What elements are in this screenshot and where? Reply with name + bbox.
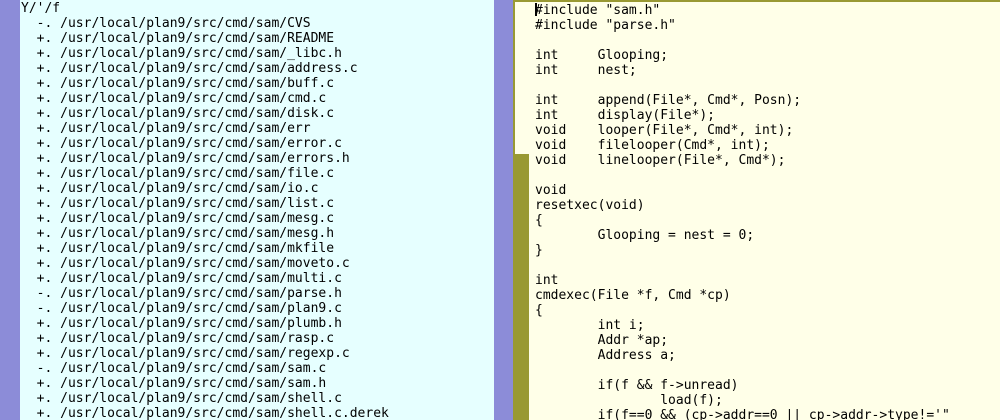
file-list-item[interactable]: +. /usr/local/plan9/src/cmd/sam/disk.c	[21, 106, 335, 121]
file-list-item[interactable]: +. /usr/local/plan9/src/cmd/sam/file.c	[21, 166, 335, 181]
source-line[interactable]: void	[535, 183, 567, 198]
source-line[interactable]: int append(File*, Cmd*, Posn);	[535, 93, 802, 108]
file-list-item[interactable]: +. /usr/local/plan9/src/cmd/sam/rasp.c	[21, 331, 335, 346]
file-list-item[interactable]: +. /usr/local/plan9/src/cmd/sam/address.…	[21, 61, 358, 76]
left-window-border	[494, 0, 513, 420]
file-list-item[interactable]: +. /usr/local/plan9/src/cmd/sam/README	[21, 31, 335, 46]
source-line[interactable]: int	[535, 273, 559, 288]
file-list-item[interactable]: +. /usr/local/plan9/src/cmd/sam/list.c	[21, 196, 335, 211]
file-list-item[interactable]: -. /usr/local/plan9/src/cmd/sam/sam.c	[21, 361, 327, 376]
file-list-item[interactable]: +. /usr/local/plan9/src/cmd/sam/moveto.c	[21, 256, 350, 271]
source-line[interactable]: Glooping = nest = 0;	[535, 228, 755, 243]
file-list-item[interactable]: +. /usr/local/plan9/src/cmd/sam/multi.c	[21, 271, 342, 286]
source-line[interactable]: #include "parse.h"	[535, 18, 676, 33]
file-list-item[interactable]: -. /usr/local/plan9/src/cmd/sam/plan9.c	[21, 301, 342, 316]
source-line[interactable]: void looper(File*, Cmd*, int);	[535, 123, 794, 138]
source-line[interactable]	[535, 78, 1000, 93]
source-line[interactable]: if(f && f->unread)	[535, 378, 739, 393]
source-line[interactable]: int Glooping;	[535, 48, 669, 63]
file-list-item[interactable]: +. /usr/local/plan9/src/cmd/sam/plumb.h	[21, 316, 342, 331]
source-line[interactable]: void linelooper(File*, Cmd*);	[535, 153, 786, 168]
file-list-item[interactable]: +. /usr/local/plan9/src/cmd/sam/error.c	[21, 136, 342, 151]
source-line[interactable]	[535, 168, 1000, 183]
source-lines: #include "sam.h"#include "parse.h" int Gl…	[533, 2, 1000, 420]
right-scrollbar-thumb[interactable]	[515, 2, 529, 154]
command-line[interactable]: Y/'/f	[21, 1, 61, 16]
file-list-item[interactable]: +. /usr/local/plan9/src/cmd/sam/mkfile	[21, 241, 335, 256]
source-line[interactable]: }	[535, 243, 543, 258]
source-line[interactable]: int nest;	[535, 63, 637, 78]
source-line[interactable]: resetxec(void)	[535, 198, 645, 213]
source-text-area[interactable]: #include "sam.h"#include "parse.h" int Gl…	[533, 2, 1000, 420]
source-line[interactable]: cmdexec(File *f, Cmd *cp)	[535, 288, 731, 303]
file-list-item[interactable]: +. /usr/local/plan9/src/cmd/sam/_libc.h	[21, 46, 342, 61]
file-list-text-area[interactable]: Y/'/f -. /usr/local/plan9/src/cmd/sam/CV…	[20, 0, 513, 420]
source-line[interactable]: if(f==0 && (cp->addr==0 || cp->addr->typ…	[535, 408, 950, 420]
file-list-item[interactable]: +. /usr/local/plan9/src/cmd/sam/shell.c.…	[21, 406, 389, 420]
source-line[interactable]: int i;	[535, 318, 645, 333]
left-scrollbar[interactable]	[0, 0, 20, 420]
file-list-item[interactable]: -. /usr/local/plan9/src/cmd/sam/CVS	[21, 16, 311, 31]
text-caret	[535, 3, 537, 16]
source-line[interactable]: int display(File*);	[535, 108, 716, 123]
file-list-item[interactable]: +. /usr/local/plan9/src/cmd/sam/mesg.c	[21, 211, 335, 226]
source-line[interactable]: Address a;	[535, 348, 676, 363]
right-scrollbar[interactable]	[515, 2, 529, 420]
source-line-text: #include "sam.h"	[535, 3, 661, 18]
file-list-item[interactable]: +. /usr/local/plan9/src/cmd/sam/shell.c	[21, 391, 342, 406]
file-list-lines: Y/'/f -. /usr/local/plan9/src/cmd/sam/CV…	[20, 0, 513, 420]
right-gutter	[529, 2, 533, 420]
source-line[interactable]: {	[535, 303, 543, 318]
file-list-item[interactable]: +. /usr/local/plan9/src/cmd/sam/err	[21, 121, 311, 136]
file-list-item[interactable]: +. /usr/local/plan9/src/cmd/sam/regexp.c	[21, 346, 350, 361]
source-line[interactable]: Addr *ap;	[535, 333, 669, 348]
source-line[interactable]	[535, 258, 1000, 273]
file-list-item[interactable]: +. /usr/local/plan9/src/cmd/sam/io.c	[21, 181, 319, 196]
source-line[interactable]: void filelooper(Cmd*, int);	[535, 138, 770, 153]
source-line[interactable]: load(f);	[535, 393, 723, 408]
file-list-item[interactable]: +. /usr/local/plan9/src/cmd/sam/mesg.h	[21, 226, 335, 241]
left-scrollbar-thumb[interactable]	[0, 0, 20, 420]
source-line[interactable]: {	[535, 213, 543, 228]
file-list-item[interactable]: +. /usr/local/plan9/src/cmd/sam/buff.c	[21, 76, 335, 91]
source-line[interactable]	[535, 33, 1000, 48]
file-list-item[interactable]: -. /usr/local/plan9/src/cmd/sam/parse.h	[21, 286, 342, 301]
source-line[interactable]	[535, 363, 1000, 378]
source-line[interactable]: #include "sam.h"	[535, 3, 1000, 18]
file-list-item[interactable]: +. /usr/local/plan9/src/cmd/sam/errors.h	[21, 151, 350, 166]
source-editor-window[interactable]: #include "sam.h"#include "parse.h" int Gl…	[513, 0, 1000, 420]
file-list-item[interactable]: +. /usr/local/plan9/src/cmd/sam/sam.h	[21, 376, 327, 391]
file-list-item[interactable]: +. /usr/local/plan9/src/cmd/sam/cmd.c	[21, 91, 327, 106]
file-list-window[interactable]: Y/'/f -. /usr/local/plan9/src/cmd/sam/CV…	[0, 0, 513, 420]
